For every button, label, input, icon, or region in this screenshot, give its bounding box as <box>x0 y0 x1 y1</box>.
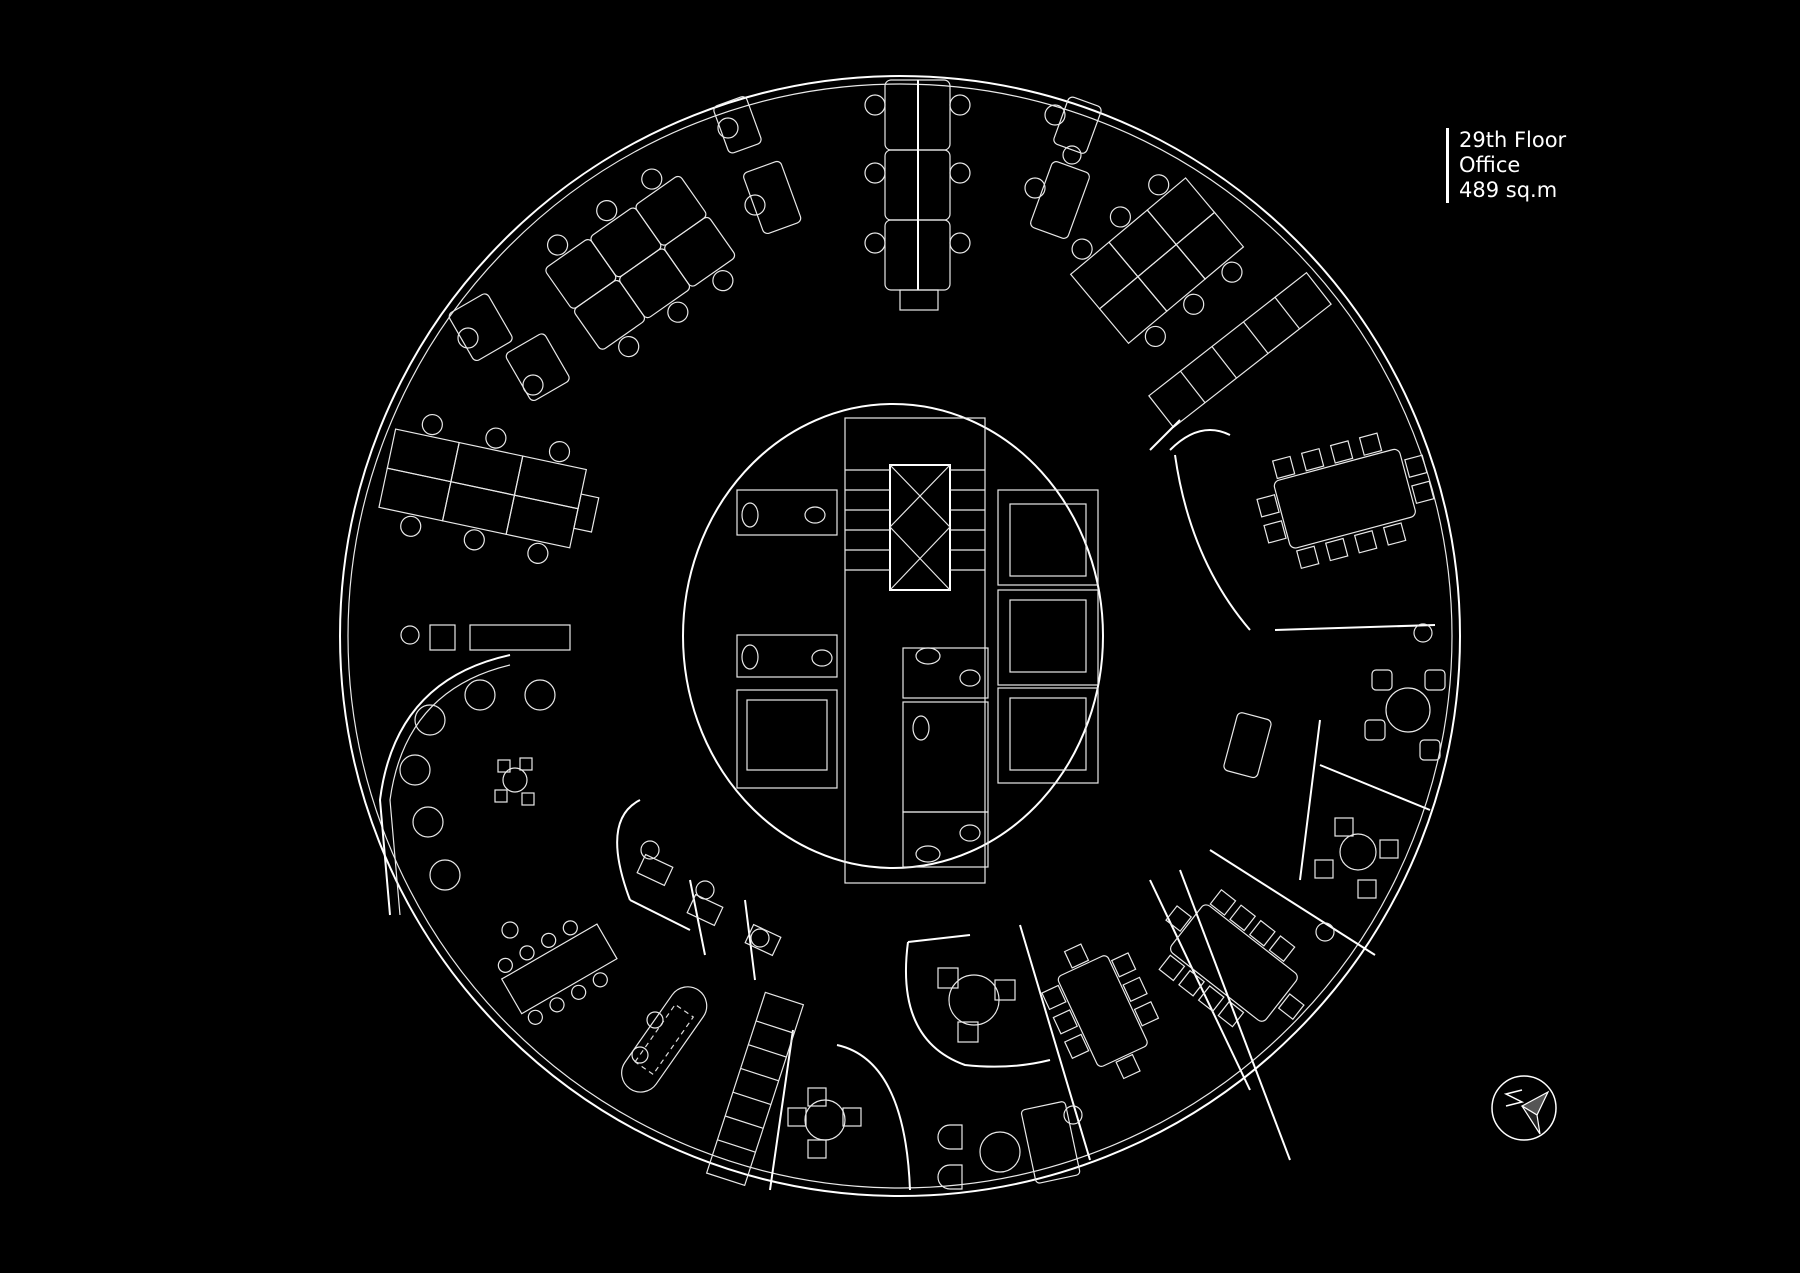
workstations-north <box>713 79 1102 311</box>
workstations-northwest-2 <box>448 293 570 402</box>
north-letter <box>1503 1089 1525 1107</box>
lockers <box>705 991 805 1187</box>
workstations-west <box>378 413 600 564</box>
meeting-room-8-seat <box>1019 924 1160 1161</box>
use-label: Office <box>1459 153 1521 177</box>
title-block: 29th Floor Office 489 sq.m <box>1446 128 1566 203</box>
training-area <box>497 920 618 1025</box>
round-table-east <box>1223 669 1446 779</box>
floor-label: 29th Floor <box>1459 128 1567 152</box>
meeting-room-4-seat <box>1299 719 1431 899</box>
private-offices <box>616 799 782 981</box>
meeting-room-3-seat <box>904 934 1051 1068</box>
bench-table <box>621 986 708 1093</box>
north-arrow-icon <box>1491 1075 1557 1141</box>
area-label: 489 sq.m <box>1459 178 1558 202</box>
meeting-room-round-4 <box>769 1029 911 1191</box>
lounge-south <box>937 1101 1081 1190</box>
meeting-room-east <box>1169 429 1436 643</box>
meeting-room-10-seat <box>1149 849 1376 1091</box>
partitions <box>1149 419 1291 1161</box>
pantry-lounge <box>378 624 571 916</box>
workstations-northwest <box>545 168 736 358</box>
workstations-northeast <box>1069 174 1245 348</box>
facade <box>339 75 1461 1197</box>
storage-northeast <box>1148 271 1332 429</box>
stair-treads <box>845 469 985 571</box>
building-core <box>682 403 1104 884</box>
